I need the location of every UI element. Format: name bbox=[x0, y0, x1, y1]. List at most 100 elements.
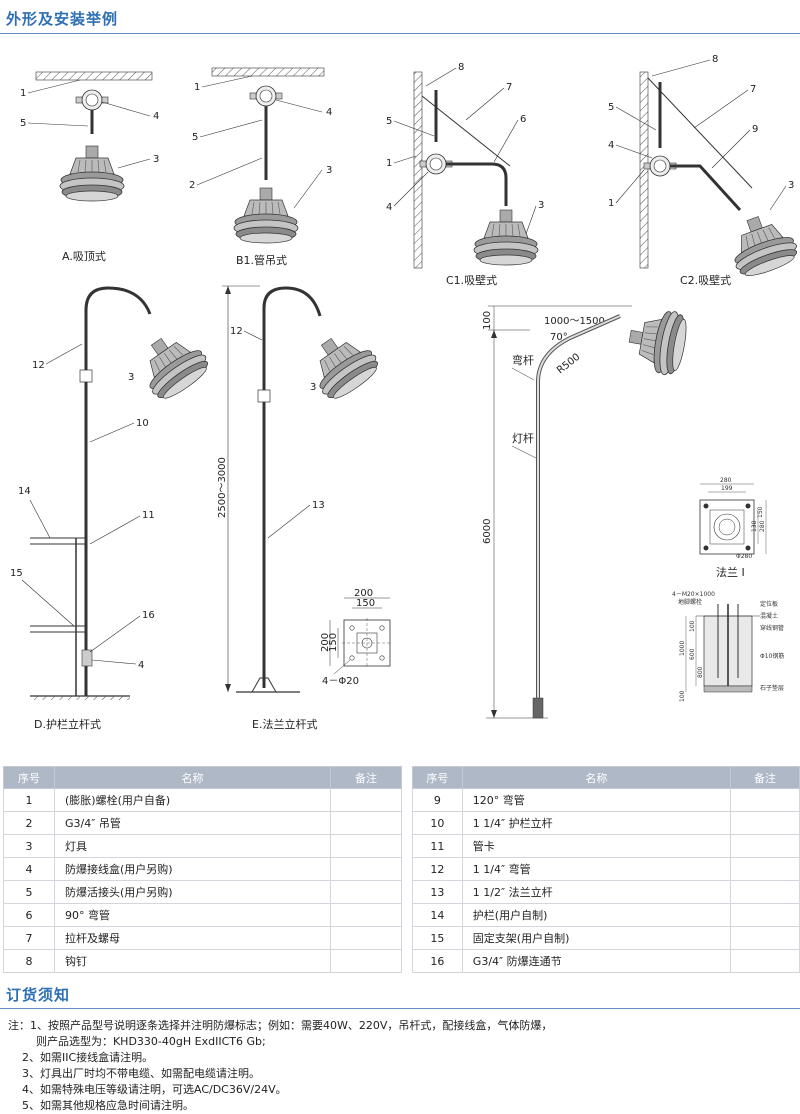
figure-f-street-pole: 100 6000 1000～1500 70° R500 弯杆 灯杆 bbox=[482, 304, 691, 719]
foundation-label-3: 穿线钢管 bbox=[760, 624, 784, 632]
part-note bbox=[729, 949, 800, 973]
svg-text:7: 7 bbox=[506, 82, 512, 93]
foundation-dim-0: 1000 bbox=[679, 641, 686, 656]
figure-d-guardrail-pole: 12 3 10 14 11 15 16 4 D.护栏立杆式 bbox=[10, 286, 215, 731]
svg-text:4: 4 bbox=[608, 140, 614, 151]
svg-text:8: 8 bbox=[712, 54, 718, 65]
svg-text:1: 1 bbox=[386, 158, 392, 169]
part-note bbox=[330, 880, 402, 904]
part-no: 8 bbox=[3, 949, 55, 973]
part-note bbox=[729, 788, 800, 812]
caption-d: D.护栏立杆式 bbox=[34, 717, 101, 731]
f-height-dim: 6000 bbox=[482, 519, 493, 544]
f-radius-dim: R500 bbox=[555, 352, 582, 377]
foundation-label-2: 混凝土 bbox=[760, 612, 778, 620]
part-no: 15 bbox=[412, 926, 463, 950]
foundation-label-0: 地脚螺栓 bbox=[678, 598, 702, 606]
svg-text:16: 16 bbox=[142, 610, 155, 621]
part-no: 5 bbox=[3, 880, 55, 904]
note-line: 3、灯具出厂时均不带电缆、如需配电缆请注明。 bbox=[8, 1067, 260, 1080]
svg-text:13: 13 bbox=[312, 500, 325, 511]
part-note bbox=[729, 926, 800, 950]
caption-a: A.吸顶式 bbox=[62, 250, 106, 263]
part-no: 12 bbox=[412, 857, 463, 881]
foundation-dim-2: 600 bbox=[689, 648, 696, 660]
foundation-dim-4: 100 bbox=[679, 690, 686, 702]
part-no: 9 bbox=[412, 788, 463, 812]
note-line: 4、如需特殊电压等级请注明，可选AC/DC36V/24V。 bbox=[8, 1083, 287, 1096]
part-note bbox=[330, 949, 402, 973]
svg-text:9: 9 bbox=[752, 124, 758, 135]
part-name: 防爆活接头(用户另购) bbox=[54, 880, 331, 904]
part-name: (膨胀)螺栓(用户自备) bbox=[54, 788, 331, 812]
installation-figures: 1 5 4 3 A.吸顶式 1 4 5 2 3 B1.管吊式 8 7 5 bbox=[10, 54, 800, 731]
foundation-label-1: 定位板 bbox=[760, 600, 778, 608]
svg-text:12: 12 bbox=[32, 360, 45, 371]
part-no: 13 bbox=[412, 880, 463, 904]
header-name: 名称 bbox=[54, 766, 331, 789]
header-no: 序号 bbox=[412, 766, 463, 789]
flange-d1: 280 bbox=[720, 477, 732, 484]
part-note bbox=[330, 834, 402, 858]
part-no: 16 bbox=[412, 949, 463, 973]
foundation-dim-3: 800 bbox=[697, 666, 704, 678]
svg-text:7: 7 bbox=[750, 84, 756, 95]
foundation-anchor: 4－M20×1000 bbox=[672, 591, 715, 598]
svg-text:1: 1 bbox=[608, 198, 614, 209]
f-bent-pole-label: 弯杆 bbox=[512, 353, 534, 367]
caption-flange: 法兰 I bbox=[716, 565, 745, 579]
svg-text:6: 6 bbox=[520, 114, 526, 125]
flange-d1-v: 280 bbox=[759, 520, 766, 532]
flange-d2: 199 bbox=[721, 485, 733, 492]
e-flange-h2: 150 bbox=[328, 633, 339, 652]
svg-text:1: 1 bbox=[20, 88, 26, 99]
order-notes: 注：1、按照产品型号说明逐条选择并注明防爆标志；例如：需要40W、220V，吊杆… bbox=[8, 1018, 552, 1114]
svg-text:3: 3 bbox=[326, 165, 332, 176]
figure-b1-pipe-pendant: 1 4 5 2 3 B1.管吊式 bbox=[189, 67, 332, 267]
note-line: 则产品选型为：KHD330-40gH ExdIICT6 Gb; bbox=[8, 1035, 266, 1048]
svg-text:2: 2 bbox=[189, 180, 195, 191]
svg-text:8: 8 bbox=[458, 62, 464, 73]
header-name: 名称 bbox=[461, 766, 731, 789]
figure-c2-wall-mount: 8 7 5 9 4 1 3 C2.吸壁式 bbox=[608, 54, 800, 287]
figure-e-flange-pole: 2500～3000 12 3 13 200 150 200 150 4－Φ20 … bbox=[217, 285, 392, 731]
part-no: 4 bbox=[3, 857, 55, 881]
part-no: 2 bbox=[3, 811, 55, 835]
svg-text:4: 4 bbox=[138, 660, 144, 671]
svg-text:1: 1 bbox=[194, 82, 200, 93]
e-flange-h: 200 bbox=[320, 633, 331, 652]
caption-b1: B1.管吊式 bbox=[236, 253, 287, 267]
f-top-dim: 100 bbox=[482, 311, 493, 330]
part-name: 护栏(用户自制) bbox=[461, 903, 731, 927]
flange-detail: 280 199 280 138 150 Φ280 法兰 I bbox=[699, 477, 767, 579]
part-name: 1 1/4″ 弯管 bbox=[461, 857, 731, 881]
f-angle-dim: 70° bbox=[550, 332, 568, 343]
part-name: 管卡 bbox=[461, 834, 731, 858]
svg-text:3: 3 bbox=[788, 180, 794, 191]
part-note bbox=[330, 857, 402, 881]
f-pole-label: 灯杆 bbox=[512, 431, 534, 445]
header-note: 备注 bbox=[729, 766, 800, 789]
svg-text:3: 3 bbox=[153, 154, 159, 165]
svg-text:3: 3 bbox=[128, 372, 134, 383]
order-section-title: 订货须知 bbox=[6, 986, 71, 1004]
table-row: 1(膨胀)螺栓(用户自备) bbox=[3, 788, 402, 812]
svg-text:4: 4 bbox=[386, 202, 392, 213]
note-line: 2、如需IIC接线盒请注明。 bbox=[8, 1051, 154, 1064]
part-no: 11 bbox=[412, 834, 463, 858]
section-divider bbox=[0, 33, 800, 34]
part-note bbox=[729, 903, 800, 927]
